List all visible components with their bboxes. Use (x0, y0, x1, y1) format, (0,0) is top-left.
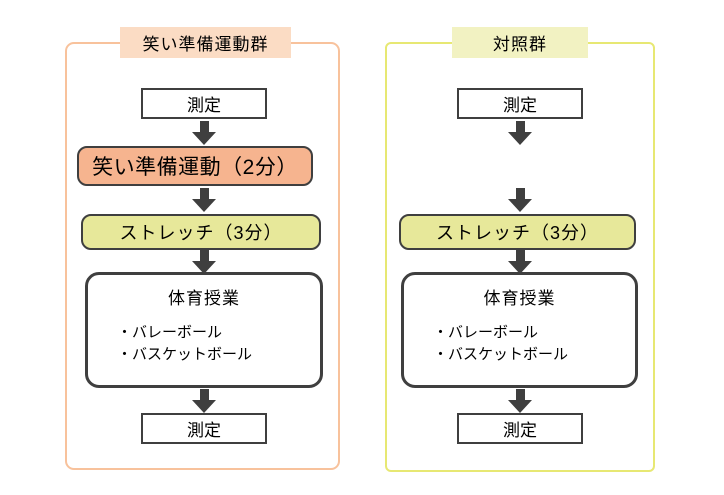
pe-class-list: ・バレーボール ・バスケットボール (88, 322, 320, 366)
arrow-head (508, 199, 532, 212)
pe-list-item: ・バスケットボール (433, 346, 569, 363)
arrow-head (508, 400, 532, 413)
pe-list-item: ・バスケットボール (117, 346, 253, 363)
arrow-head (508, 132, 532, 145)
down-arrow-icon (192, 250, 216, 274)
arrow-shaft (199, 389, 209, 400)
arrow-head (192, 261, 216, 274)
down-arrow-icon (508, 188, 532, 212)
down-arrow-icon (508, 389, 532, 413)
down-arrow-icon (192, 188, 216, 212)
laughter-warmup-box: 笑い準備運動（2分） (77, 146, 313, 186)
arrow-shaft (515, 250, 525, 261)
control-pe-class-box: 体育授業 ・バレーボール ・バスケットボール (401, 272, 638, 388)
laughter-group-title: 笑い準備運動群 (120, 27, 291, 58)
arrow-shaft (515, 188, 525, 199)
pe-class-title: 体育授業 (168, 289, 240, 308)
laughter-pe-class-box: 体育授業 ・バレーボール ・バスケットボール (85, 272, 323, 388)
pe-list-item: ・バレーボール (433, 324, 539, 341)
down-arrow-icon (192, 389, 216, 413)
laughter-measure-top-box: 測定 (141, 88, 267, 119)
laughter-stretch-box: ストレッチ（3分） (81, 214, 321, 250)
control-stretch-box: ストレッチ（3分） (399, 214, 636, 250)
control-measure-bottom-box: 測定 (457, 413, 583, 444)
pe-class-list: ・バレーボール ・バスケットボール (404, 322, 635, 366)
pe-class-title: 体育授業 (483, 289, 556, 308)
arrow-head (508, 261, 532, 274)
arrow-shaft (199, 188, 209, 199)
control-measure-top-box: 測定 (457, 88, 583, 119)
down-arrow-icon (508, 121, 532, 145)
pe-list-item: ・バレーボール (117, 324, 223, 341)
control-group-title: 対照群 (452, 27, 588, 58)
arrow-shaft (515, 389, 525, 400)
arrow-shaft (199, 121, 209, 132)
arrow-shaft (199, 250, 209, 261)
arrow-head (192, 400, 216, 413)
down-arrow-icon (192, 121, 216, 145)
arrow-head (192, 199, 216, 212)
down-arrow-icon (508, 250, 532, 274)
laughter-measure-bottom-box: 測定 (141, 413, 267, 444)
arrow-head (192, 132, 216, 145)
arrow-shaft (515, 121, 525, 132)
